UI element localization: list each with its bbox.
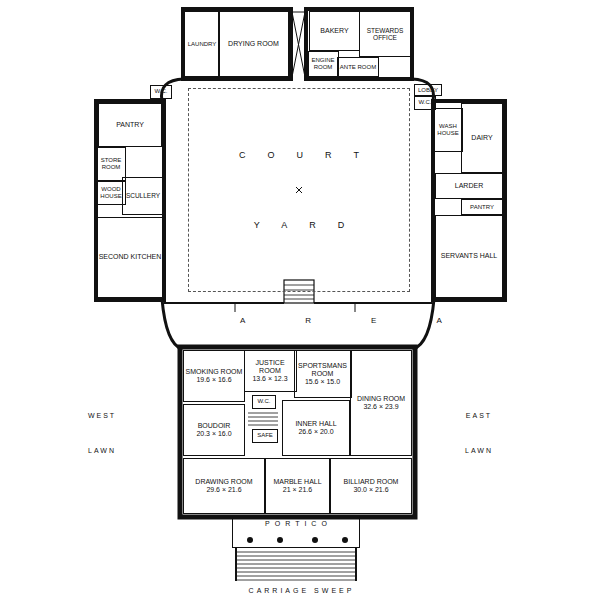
room-name: BAKERY [320, 27, 348, 35]
room-name: BILLIARD ROOM [344, 478, 399, 486]
room-box: INNER HALL26.6 × 20.0 [282, 400, 350, 456]
room-box: SECOND KITCHEN [97, 217, 164, 298]
room-dimensions: 21 × 21.6 [283, 486, 312, 494]
plan-label: EAST LAWN [455, 398, 501, 468]
room-name: LOBBY [418, 87, 438, 94]
room-name: BOUDOIR [198, 422, 231, 430]
room-dimensions: YARD [232, 220, 366, 230]
room-name: COURT [217, 150, 381, 160]
room-dimensions: 19.6 × 16.6 [196, 376, 231, 384]
room-name: LARDER [455, 182, 483, 190]
room-box: BILLIARD ROOM30.0 × 21.6 [330, 458, 412, 514]
room-box: STEWARDS OFFICE [359, 11, 412, 57]
room-box: DAIRY [461, 103, 503, 173]
room-name: MARBLE HALL [273, 478, 321, 486]
plan-label: CARRIAGE SWEEP [190, 586, 410, 596]
room-name: DAIRY [471, 134, 492, 142]
room-box: PANTRY [461, 199, 503, 215]
room-box: DINING ROOM32.6 × 23.9 [350, 350, 412, 456]
room-name: PANTRY [470, 204, 494, 211]
room-name: W.C. [419, 99, 432, 106]
room-name: DRAWING ROOM [195, 478, 252, 486]
room-name: W.C. [155, 88, 168, 95]
room-box: SPORTSMANS ROOM15.6 × 15.0 [294, 350, 352, 398]
room-name: SAFE [257, 432, 273, 439]
room-dimensions: 32.6 × 23.9 [363, 403, 398, 411]
room-box: WASH HOUSE [434, 108, 463, 152]
room-name: W.C. [258, 398, 271, 405]
room-name: LAUNDRY [188, 41, 217, 48]
room-dimensions: 30.0 × 21.6 [353, 486, 388, 494]
room-name: SCULLERY [126, 192, 160, 199]
room-name: SMOKING ROOM [186, 368, 243, 376]
room-name: JUSTICE ROOM [246, 359, 295, 375]
room-name: ENGINE ROOM [310, 57, 337, 71]
room-box: ANTE ROOM [337, 57, 379, 77]
room-box: DRAWING ROOM29.6 × 21.6 [183, 458, 265, 514]
room-name: WASH HOUSE [436, 123, 461, 137]
room-dimensions: 15.6 × 15.0 [305, 378, 340, 386]
room-name: SECOND KITCHEN [99, 253, 162, 261]
room-name: SERVANTS HALL [441, 252, 498, 260]
room-box: SCULLERY [122, 177, 164, 215]
room-box: SAFE [252, 429, 278, 443]
room-name: SPORTSMANS ROOM [296, 362, 350, 378]
room-name: DRYING ROOM [228, 40, 279, 48]
room-name: PANTRY [116, 121, 144, 129]
room-box: STORE ROOM [97, 147, 126, 181]
room-box: W.C. [150, 85, 172, 99]
room-name: INNER HALL [295, 420, 336, 428]
room-box: LAUNDRY [184, 11, 220, 77]
room-dimensions: 13.6 × 12.3 [252, 375, 287, 383]
room-name: PORTICO [260, 520, 332, 528]
room-box: W.C. [252, 395, 276, 409]
room-name: STEWARDS OFFICE [361, 27, 410, 42]
room-box: SMOKING ROOM19.6 × 16.6 [183, 350, 245, 402]
room-dimensions: 26.6 × 20.0 [298, 428, 333, 436]
room-box: SERVANTS HALL [435, 215, 503, 298]
room-box: LOBBY [414, 84, 442, 96]
room-name: ANTE ROOM [340, 64, 376, 71]
room-box: LARDER [435, 173, 503, 199]
room-box: ENGINE ROOM [308, 51, 339, 77]
room-box: MARBLE HALL21 × 21.6 [265, 458, 330, 514]
room-name: STORE ROOM [99, 157, 124, 171]
room-box: DRYING ROOM [218, 11, 289, 77]
plan-label: WEST LAWN [78, 398, 124, 468]
room-box: PANTRY [98, 103, 162, 147]
plan-label: AREA [180, 316, 420, 326]
room-dimensions: 20.3 × 16.0 [196, 430, 231, 438]
room-name: DINING ROOM [357, 395, 405, 403]
room-box: BOUDOIR20.3 × 16.0 [183, 404, 245, 456]
room-box: W.C. [414, 96, 436, 110]
portico-outline: PORTICO [232, 518, 360, 548]
room-box: JUSTICE ROOM13.6 × 12.3 [244, 350, 297, 392]
room-dimensions: 29.6 × 21.6 [206, 486, 241, 494]
court-yard: COURT YARD [188, 88, 410, 292]
room-name: WOOD HOUSE [99, 186, 124, 200]
room-box: BAKERY [309, 11, 360, 51]
